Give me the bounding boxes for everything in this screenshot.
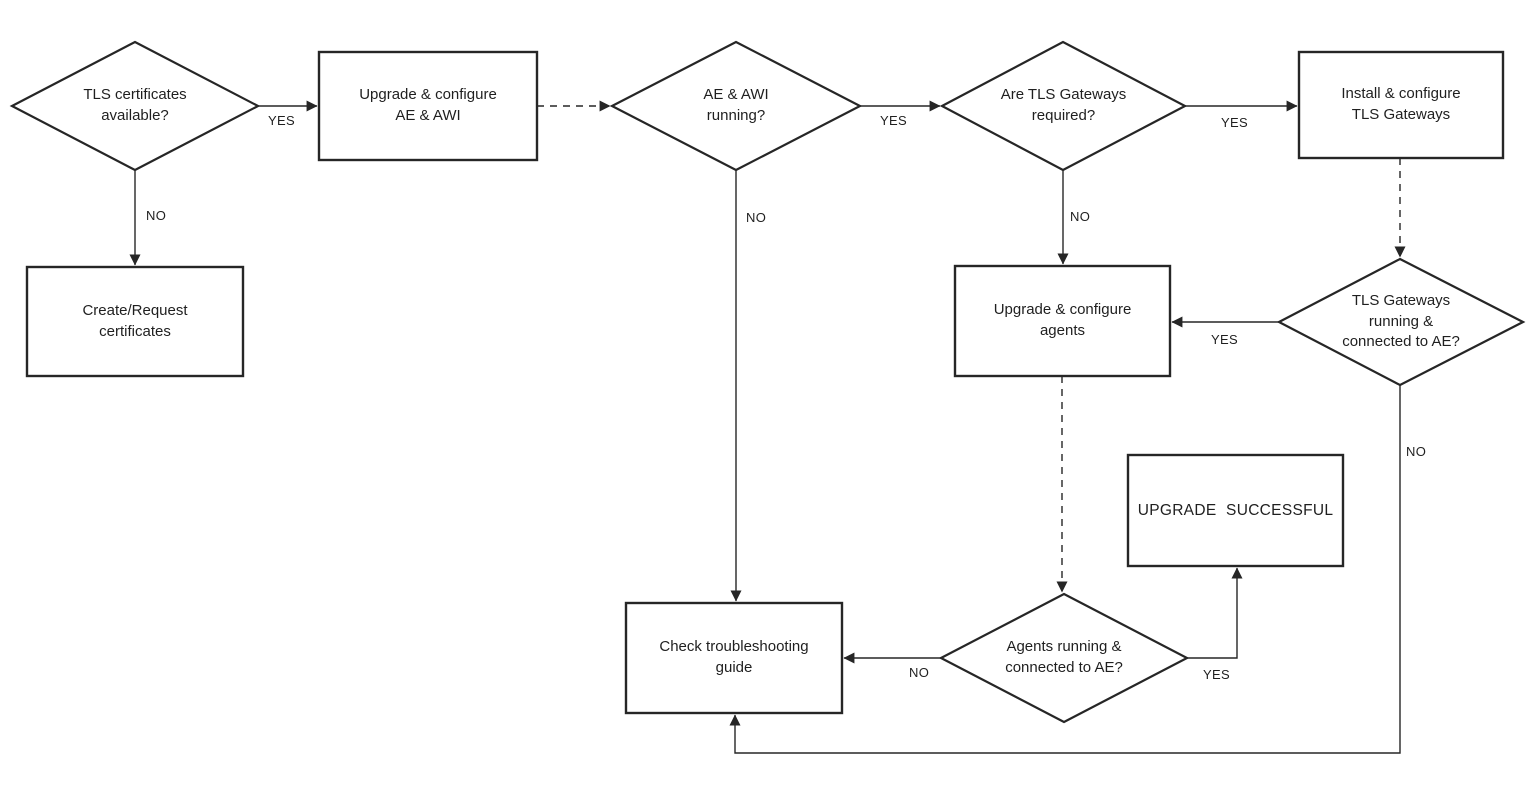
process-install-configure-tls-gateways-shape — [1297, 50, 1505, 160]
process-upgrade-configure-agents-shape — [953, 264, 1172, 378]
decision-agents-running-connected-shape — [938, 592, 1190, 724]
edge-agents-running-yes-line — [1187, 567, 1243, 659]
decision-tls-gateways-running-connected-shape — [1276, 257, 1526, 387]
decision-tls-certificates-available-shape — [9, 40, 261, 172]
process-create-request-certificates-shape — [25, 265, 245, 378]
decision-ae-awi-running-shape — [609, 40, 863, 172]
process-upgrade-successful-shape — [1126, 453, 1345, 568]
process-upgrade-configure-ae-awi-shape — [317, 50, 539, 162]
decision-are-tls-gateways-required-shape — [939, 40, 1188, 172]
edge-gateways-running-no-line — [729, 385, 1401, 754]
process-check-troubleshooting-guide-shape — [624, 601, 844, 715]
